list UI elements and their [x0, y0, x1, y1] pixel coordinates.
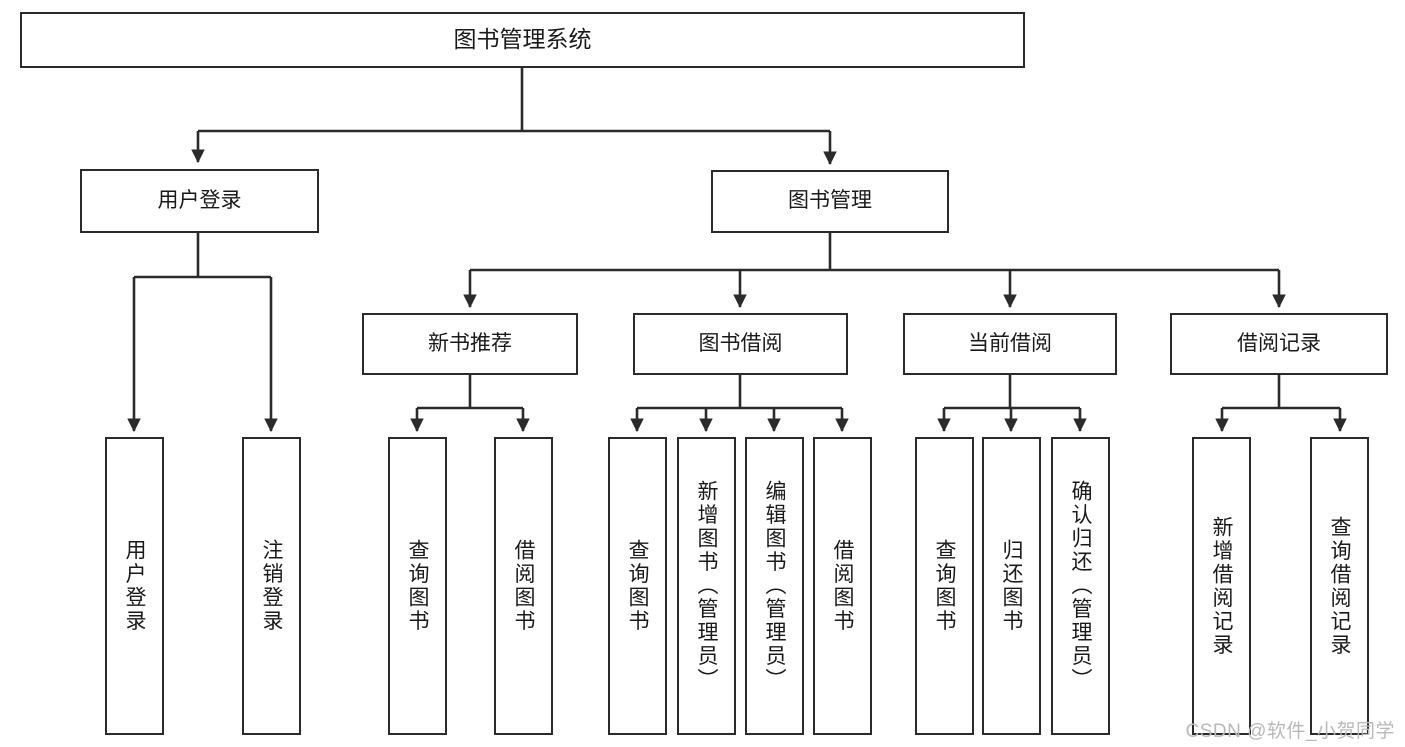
leaf-user-logout-label: 注销登录 [260, 539, 283, 633]
leaf-confirm-return-label: 确认归还（管理员） [1069, 480, 1092, 692]
leaf-query-book-3[interactable]: 查询图书 [915, 437, 974, 735]
node-book-manage[interactable]: 图书管理 [711, 170, 949, 233]
leaf-return-book[interactable]: 归还图书 [982, 437, 1041, 735]
leaf-borrow-book-2-label: 借阅图书 [831, 539, 854, 633]
leaf-query-book-2-label: 查询图书 [626, 539, 649, 633]
leaf-edit-book[interactable]: 编辑图书（管理员） [745, 437, 804, 735]
leaf-query-book-1[interactable]: 查询图书 [388, 437, 447, 735]
leaf-borrow-book-1[interactable]: 借阅图书 [494, 437, 553, 735]
leaf-user-login[interactable]: 用户登录 [105, 437, 164, 735]
leaf-confirm-return[interactable]: 确认归还（管理员） [1051, 437, 1110, 735]
leaf-query-book-1-label: 查询图书 [406, 539, 429, 633]
leaf-return-book-label: 归还图书 [1000, 539, 1023, 633]
leaf-query-record[interactable]: 查询借阅记录 [1310, 437, 1369, 735]
node-book-manage-label: 图书管理 [788, 189, 872, 213]
node-current-borrow[interactable]: 当前借阅 [903, 313, 1117, 375]
node-user-login[interactable]: 用户登录 [80, 169, 319, 233]
leaf-user-logout[interactable]: 注销登录 [242, 437, 301, 735]
watermark: CSDN @软件_小贺同学 [1185, 721, 1395, 742]
leaf-user-login-label: 用户登录 [123, 539, 146, 633]
node-book-borrow[interactable]: 图书借阅 [633, 313, 848, 375]
node-new-book-recommend-label: 新书推荐 [428, 331, 512, 355]
leaf-add-record[interactable]: 新增借阅记录 [1192, 437, 1251, 735]
leaf-add-record-label: 新增借阅记录 [1210, 515, 1233, 657]
leaf-query-book-2[interactable]: 查询图书 [608, 437, 667, 735]
node-borrow-record[interactable]: 借阅记录 [1170, 313, 1388, 375]
node-new-book-recommend[interactable]: 新书推荐 [362, 313, 578, 375]
node-book-borrow-label: 图书借阅 [698, 331, 783, 355]
leaf-add-book-label: 新增图书（管理员） [695, 480, 718, 692]
node-root-label: 图书管理系统 [453, 26, 592, 53]
leaf-edit-book-label: 编辑图书（管理员） [763, 480, 786, 692]
leaf-query-book-3-label: 查询图书 [933, 539, 956, 633]
node-root[interactable]: 图书管理系统 [20, 12, 1025, 68]
leaf-add-book[interactable]: 新增图书（管理员） [677, 437, 736, 735]
node-borrow-record-label: 借阅记录 [1237, 331, 1321, 355]
leaf-borrow-book-1-label: 借阅图书 [512, 539, 535, 633]
leaf-borrow-book-2[interactable]: 借阅图书 [813, 437, 872, 735]
node-user-login-label: 用户登录 [157, 188, 242, 212]
leaf-query-record-label: 查询借阅记录 [1328, 515, 1351, 657]
node-current-borrow-label: 当前借阅 [968, 331, 1052, 355]
